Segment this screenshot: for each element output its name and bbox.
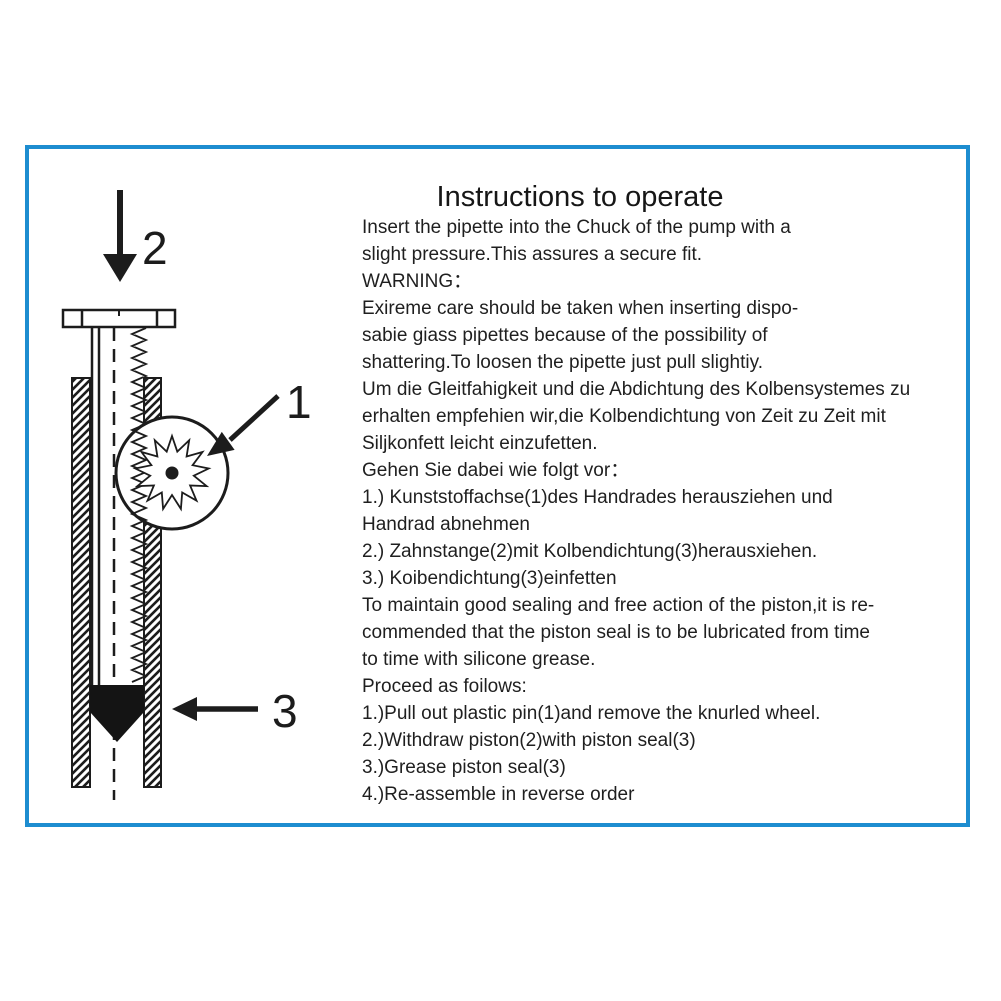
- piston-rod: [90, 328, 101, 685]
- barrel-wall-left: [71, 377, 91, 788]
- diagram-label-plunger: 2: [142, 222, 168, 274]
- plunger-handle: [61, 308, 177, 329]
- pointer-arrow-3-icon: [172, 697, 258, 721]
- text-line: Exireme care should be taken when insert…: [362, 298, 799, 319]
- text-line: Gehen Sie dabei wie folgt vor：: [362, 460, 630, 481]
- pointer-arrow-1-icon: [207, 394, 280, 456]
- diagram-label-gear: 1: [286, 376, 312, 428]
- rack-zigzag: [129, 327, 149, 683]
- text-line: 1.) Kunststoffachse(1)des Handrades hera…: [362, 487, 833, 508]
- piston-seal: [90, 685, 144, 742]
- text-line: Um die Gleitfahigkeit und die Abdichtung…: [362, 379, 911, 400]
- diagram-label-seal: 3: [272, 685, 298, 737]
- text-line: Handrad abnehmen: [362, 514, 530, 535]
- text-line: To maintain good sealing and free action…: [362, 595, 875, 616]
- text-line: shattering.To loosen the pipette just pu…: [362, 352, 763, 373]
- text-line: 3.) Koibendichtung(3)einfetten: [362, 568, 617, 589]
- text-line: Insert the pipette into the Chuck of the…: [362, 217, 791, 238]
- pipette-pump-diagram: 2 1: [61, 190, 312, 800]
- page-title: Instructions to operate: [436, 181, 724, 213]
- text-line-warning: WARNING：: [362, 271, 473, 292]
- text-line: erhalten empfehien wir,die Kolbendichtun…: [362, 406, 886, 427]
- instruction-text-block: Insert the pipette into the Chuck of the…: [362, 214, 968, 808]
- text-line: 3.)Grease piston seal(3): [362, 757, 566, 778]
- text-line: Proceed as foilows:: [362, 676, 527, 697]
- push-down-arrow-icon: [103, 190, 137, 282]
- text-line: commended that the piston seal is to be …: [362, 622, 870, 643]
- text-line: sabie giass pipettes because of the poss…: [362, 325, 768, 346]
- text-line: 4.)Re-assemble in reverse order: [362, 784, 635, 805]
- text-line: to time with silicone grease.: [362, 649, 596, 670]
- text-line: Siljkonfett leicht einzufetten.: [362, 433, 598, 454]
- text-line: 2.) Zahnstange(2)mit Kolbendichtung(3)he…: [362, 541, 818, 562]
- text-line: slight pressure.This assures a secure fi…: [362, 244, 703, 265]
- sheet-border: [25, 145, 970, 827]
- text-line: 2.)Withdraw piston(2)with piston seal(3): [362, 730, 696, 751]
- axle-pin: [165, 466, 179, 480]
- text-line: 1.)Pull out plastic pin(1)and remove the…: [362, 703, 821, 724]
